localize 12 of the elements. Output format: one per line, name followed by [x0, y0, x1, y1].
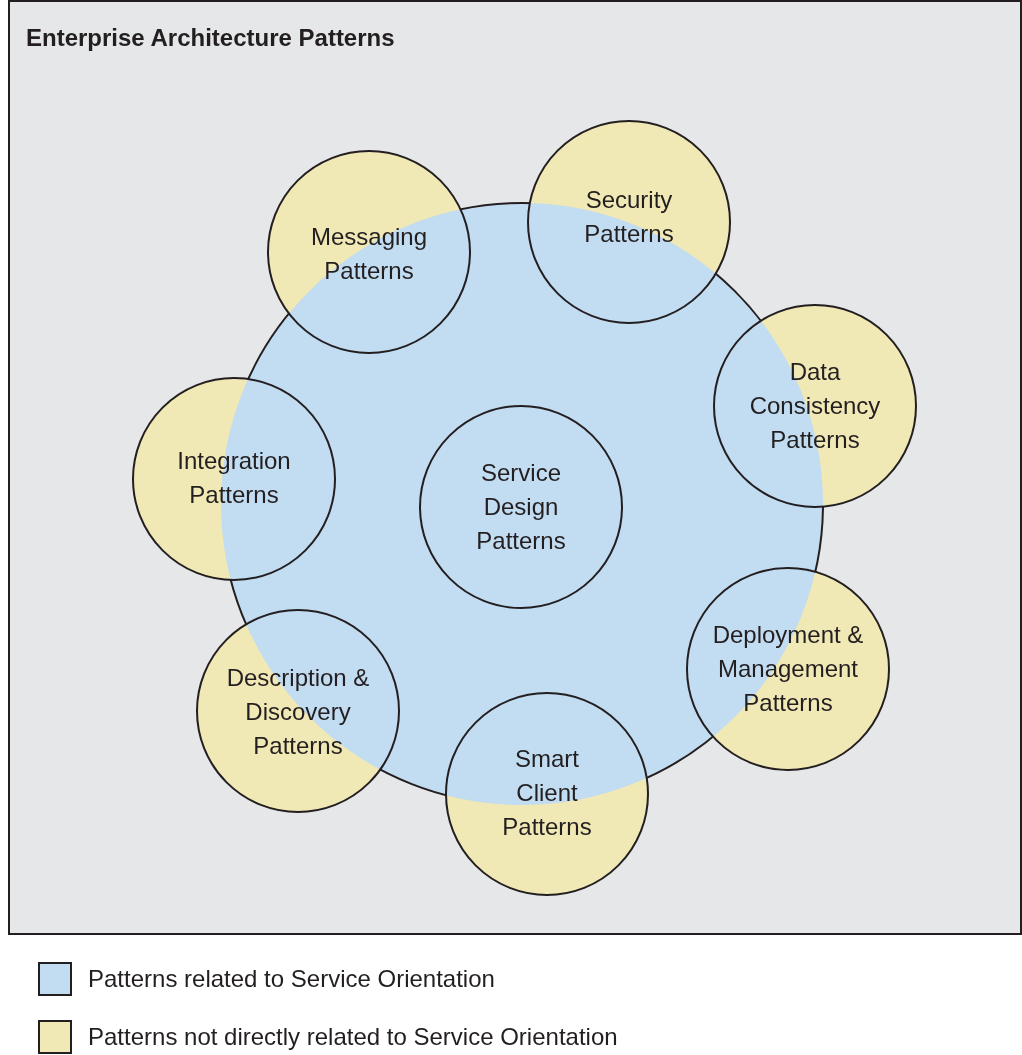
pattern-label: Service Design Patterns: [475, 458, 567, 556]
panel-heading: Enterprise Architecture Patterns: [26, 24, 395, 52]
legend-label: Patterns related to Service Orientation: [88, 965, 495, 993]
pattern-label: Security Patterns: [583, 185, 675, 249]
legend-label: Patterns not directly related to Service Orientation: [88, 1023, 618, 1051]
pattern-label: Description & Discovery Patterns: [225, 663, 371, 761]
pattern-label: Deployment & Management Patterns: [711, 620, 865, 718]
frame-panel: [8, 0, 1022, 935]
pattern-label: Messaging Patterns: [309, 222, 429, 286]
pattern-label: Smart Client Patterns: [501, 744, 593, 842]
pattern-label: Data Consistency Patterns: [748, 357, 882, 455]
pattern-label: Integration Patterns: [176, 446, 292, 510]
